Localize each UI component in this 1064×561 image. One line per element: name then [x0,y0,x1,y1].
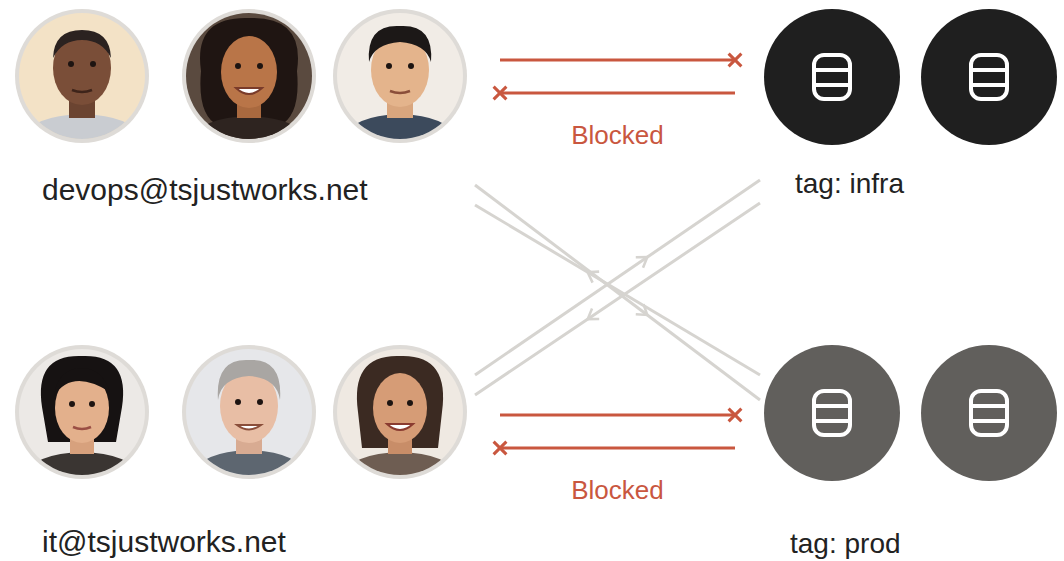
avatar [12,342,152,482]
blocked-connector [500,59,735,62]
group-label: devops@tsjustworks.net [42,170,368,210]
allowed-connector [475,203,760,395]
blocked-connector [500,414,735,417]
user-group: devops@tsjustworks.net [10,5,475,210]
avatar [179,6,319,146]
server-group: tag: prod [760,340,1060,561]
user-group: it@tsjustworks.net [10,340,475,561]
database-symbol [921,345,1057,481]
database-symbol [764,345,900,481]
group-label: tag: infra [795,165,904,203]
allowed-connector [475,180,760,375]
edge-label: Blocked [567,119,668,151]
allowed-connector [475,185,760,400]
database-symbol [921,9,1057,145]
blocked-connector [500,447,735,450]
avatar [179,342,319,482]
group-label: it@tsjustworks.net [42,522,286,561]
avatar [330,342,470,482]
avatar [330,6,470,146]
avatar [12,6,152,146]
blocked-connector [500,92,735,95]
group-label: tag: prod [790,525,901,561]
database-symbol [764,9,900,145]
server-group: tag: infra [760,5,1060,203]
edge-label: Blocked [567,474,668,506]
